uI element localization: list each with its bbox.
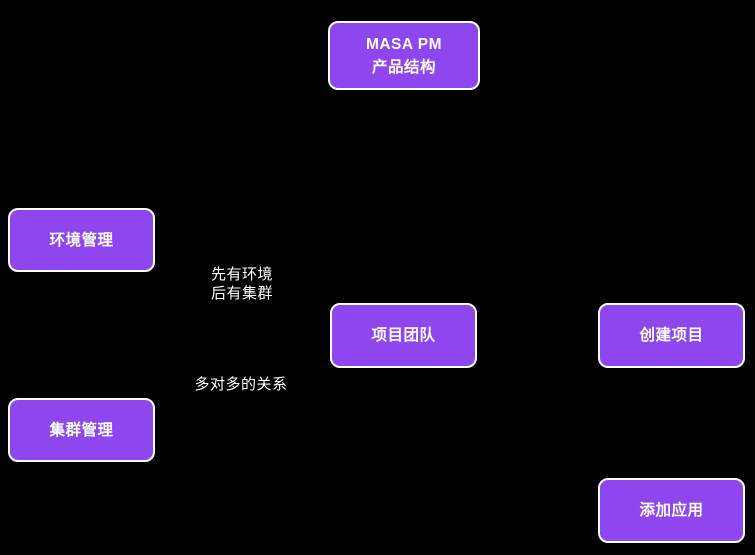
node-project-team: 项目团队 [330, 303, 477, 368]
node-add-application-label: 添加应用 [639, 502, 704, 519]
node-cluster-management-label: 集群管理 [49, 421, 114, 439]
diagram-title-line1: MASA PM [365, 35, 443, 53]
node-project-team-label: 项目团队 [371, 327, 436, 344]
edge-label-env-team-line1: 先有环境 [210, 266, 273, 283]
node-create-project: 创建项目 [598, 303, 745, 368]
node-cluster-management: 集群管理 [8, 398, 155, 462]
edge-label-env-team: 先有环境 后有集群 [177, 265, 307, 303]
diagram-title-line2: 产品结构 [371, 58, 436, 76]
node-env-management-label: 环境管理 [49, 231, 114, 249]
node-create-project-label: 创建项目 [639, 327, 704, 344]
edge-label-cluster-team-line1: 多对多的关系 [194, 376, 288, 393]
node-add-application: 添加应用 [598, 478, 745, 543]
node-diagram-title: MASA PM 产品结构 [328, 21, 480, 90]
edge-label-env-team-line2: 后有集群 [210, 285, 273, 302]
edge-label-cluster-team: 多对多的关系 [176, 375, 306, 394]
node-env-management: 环境管理 [8, 208, 155, 272]
